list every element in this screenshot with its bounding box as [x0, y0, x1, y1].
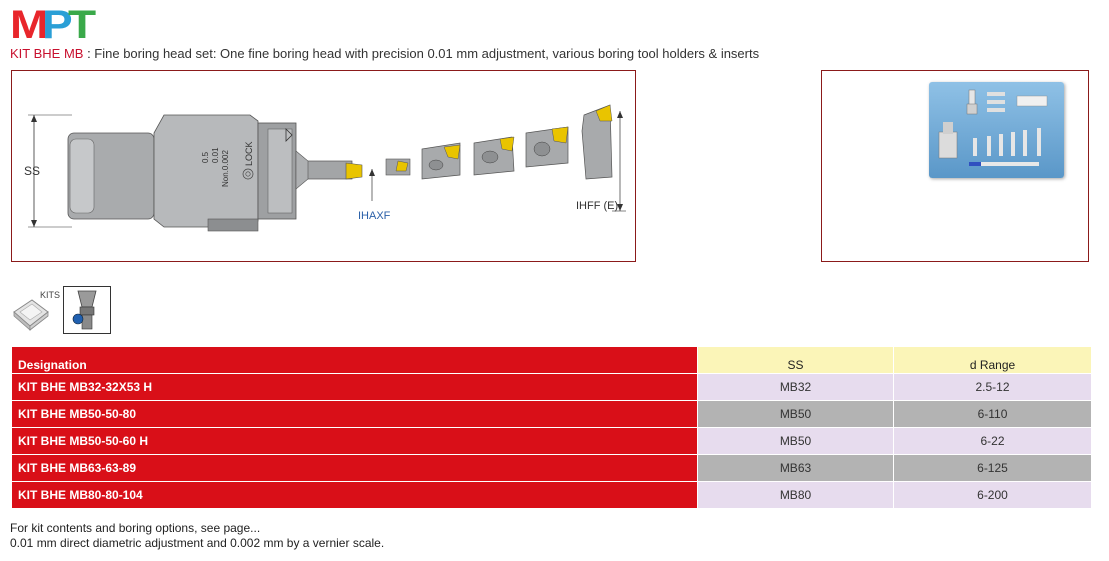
- table-row[interactable]: KIT BHE MB50-50-60 H MB50 6-22: [11, 427, 1092, 455]
- logo-letter-t: T: [68, 3, 96, 47]
- kit-case-illustration: [938, 89, 1048, 166]
- cell-d-range: 2.5-12: [893, 373, 1092, 401]
- logo-letter-m: M: [10, 3, 48, 47]
- col-header-d-range[interactable]: d Range: [893, 346, 1092, 374]
- footnotes: For kit contents and boring options, see…: [10, 521, 384, 551]
- table-row[interactable]: KIT BHE MB32-32X53 H MB32 2.5-12: [11, 373, 1092, 401]
- cell-designation[interactable]: KIT BHE MB80-80-104: [11, 481, 698, 509]
- product-description: Fine boring head set: One fine boring he…: [94, 46, 760, 61]
- cell-designation[interactable]: KIT BHE MB50-50-60 H: [11, 427, 698, 455]
- cell-ss: MB32: [697, 373, 894, 401]
- boring-head-drawing: SS LOCK 0.5 0.01 Non.0.002 IHAXF: [24, 104, 626, 232]
- cell-d-range: 6-200: [893, 481, 1092, 509]
- kit-spec-table: Designation SS d Range KIT BHE MB32-32X5…: [11, 346, 1092, 509]
- cell-d-range: 6-22: [893, 427, 1092, 455]
- mpt-logo[interactable]: MPT: [10, 3, 114, 47]
- subtitle-separator: :: [83, 46, 95, 61]
- kit-photo[interactable]: [929, 82, 1064, 178]
- product-code: KIT BHE MB: [10, 46, 84, 61]
- lock-label: LOCK: [244, 141, 254, 166]
- note-adjustment: 0.01 mm direct diametric adjustment and …: [10, 536, 385, 550]
- cell-d-range: 6-125: [893, 454, 1092, 482]
- logo-letter-p: P: [42, 3, 73, 47]
- cell-ss: MB50: [697, 400, 894, 428]
- cell-d-range: 6-110: [893, 400, 1092, 428]
- table-row[interactable]: KIT BHE MB80-80-104 MB80 6-200: [11, 481, 1092, 509]
- col-header-designation[interactable]: Designation: [11, 346, 698, 374]
- head-mark-3: Non.0.002: [221, 150, 230, 187]
- technical-drawing: SS LOCK 0.5 0.01 Non.0.002 IHAXF: [11, 70, 636, 262]
- table-header-row: Designation SS d Range: [11, 346, 1092, 374]
- kits-label: KITS: [40, 290, 61, 300]
- shank-holder-icon: [72, 290, 97, 330]
- cell-ss: MB80: [697, 481, 894, 509]
- cell-ss: MB63: [697, 454, 894, 482]
- kits-case-icon: [13, 299, 49, 331]
- kit-photo-frame: [821, 70, 1089, 262]
- table-row[interactable]: KIT BHE MB63-63-89 MB63 6-125: [11, 454, 1092, 482]
- label-ihff: IHFF (E): [576, 200, 618, 212]
- label-ss: SS: [24, 164, 40, 178]
- product-subtitle: KIT BHE MB : Fine boring head set: One f…: [10, 46, 759, 61]
- cell-designation[interactable]: KIT BHE MB50-50-80: [11, 400, 698, 428]
- tool-holder-icon[interactable]: [63, 286, 111, 334]
- head-mark-2: 0.01: [211, 147, 220, 163]
- table-row[interactable]: KIT BHE MB50-50-80 MB50 6-110: [11, 400, 1092, 428]
- col-header-ss[interactable]: SS: [697, 346, 894, 374]
- cell-designation[interactable]: KIT BHE MB63-63-89: [11, 454, 698, 482]
- head-mark-1: 0.5: [201, 151, 210, 163]
- label-ihaxf: IHAXF: [358, 210, 391, 222]
- cell-designation[interactable]: KIT BHE MB32-32X53 H: [11, 373, 698, 401]
- kits-box-icon[interactable]: [10, 286, 62, 334]
- cell-ss: MB50: [697, 427, 894, 455]
- note-kit-contents: For kit contents and boring options, see…: [10, 521, 261, 535]
